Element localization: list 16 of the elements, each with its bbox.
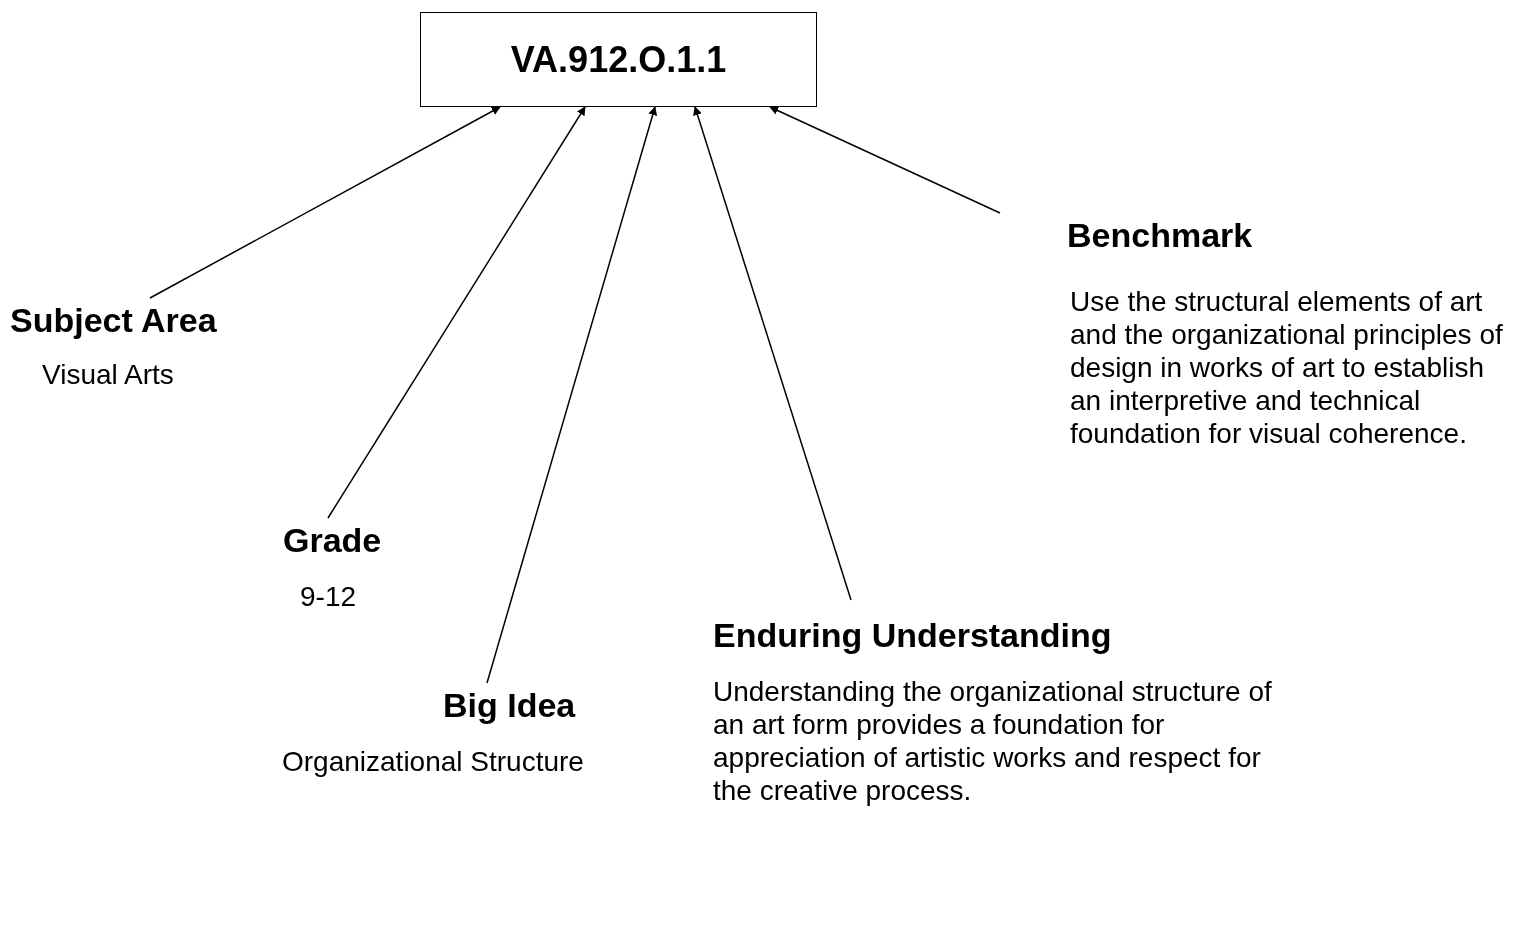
code-box: VA.912.O.1.1 [420, 12, 817, 107]
description: 9-12 [300, 580, 358, 613]
heading: Enduring Understanding [713, 615, 1112, 655]
leader-line [486, 106, 658, 684]
leader-line [327, 106, 586, 519]
description: Understanding the organizational structure of an art form provides a foundation for appreciation of artistic works and respect for the creative process. [713, 675, 1273, 807]
leader-line [149, 106, 501, 299]
heading: Big Idea [443, 685, 576, 725]
description: Use the structural elements of art and the organizational principles of design in works of art to establish an interpretive and technical foundation for visual coherence. [1070, 285, 1504, 450]
description: Organizational Structure [282, 745, 585, 778]
leader-line [693, 106, 852, 601]
heading: Benchmark [1067, 215, 1253, 255]
description: Visual Arts [42, 358, 175, 391]
heading: Subject Area [10, 300, 217, 340]
leader-line [769, 106, 1001, 214]
heading: Grade [283, 520, 382, 560]
